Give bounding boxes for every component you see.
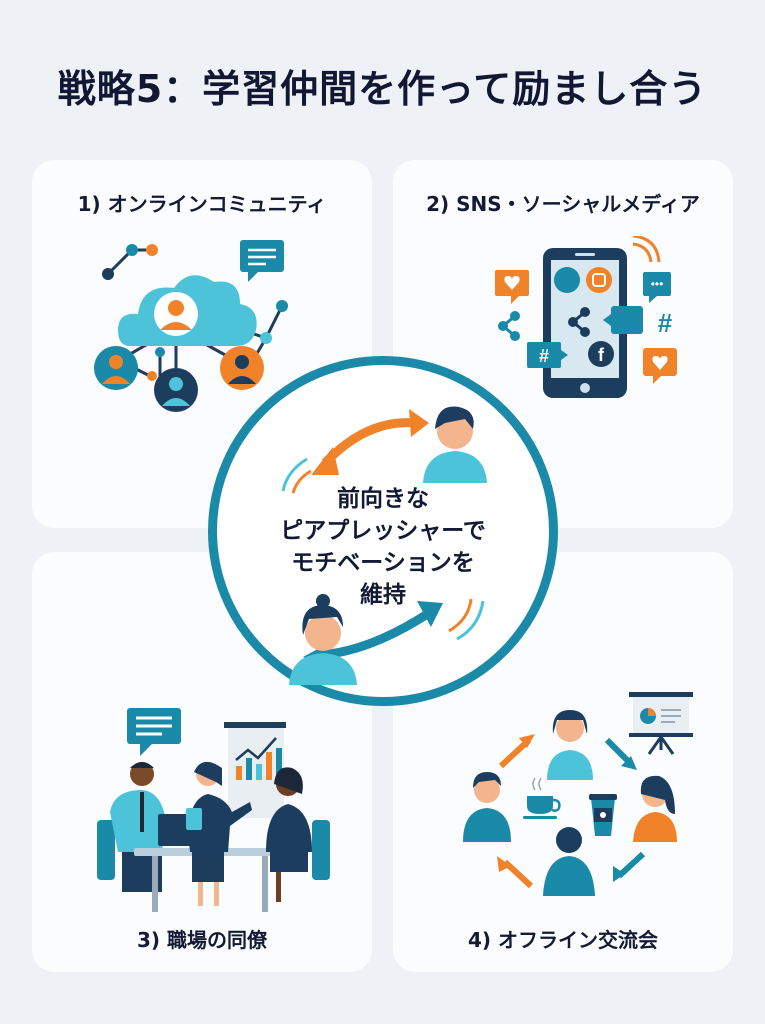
card-workplace-colleagues: 3) 職場の同僚: [32, 552, 372, 972]
center-message: 前向きな ピアプレッシャーで モチベーションを 維持: [217, 483, 549, 611]
center-line: ピアプレッシャーで: [280, 518, 486, 544]
center-line: 維持: [360, 582, 406, 608]
svg-text:#: #: [539, 346, 549, 366]
card-title: 2) SNS・ソーシャルメディア: [426, 192, 700, 216]
page-title: 戦略5：学習仲間を作って励まし合う: [57, 67, 708, 111]
card-title: 4) オフライン交流会: [467, 928, 659, 952]
svg-text:#: #: [658, 308, 673, 338]
cloud-network-icon: [94, 240, 288, 412]
peer-pressure-circle: 前向きな ピアプレッシャーで モチベーションを 維持: [208, 356, 558, 706]
svg-text:•••: •••: [651, 277, 664, 291]
card-title: 1) オンラインコミュニティ: [77, 192, 327, 216]
center-line: 前向きな: [337, 486, 429, 512]
card-online-community: 1) オンラインコミュニティ: [32, 160, 372, 528]
center-line: モチベーションを: [291, 550, 475, 576]
card-title: 3) 職場の同僚: [136, 928, 268, 952]
peer-exchange-illustration: [281, 406, 487, 685]
meetup-circle-icon: [463, 692, 693, 896]
smartphone-social-icon: f ••• # #: [495, 236, 677, 398]
svg-text:f: f: [598, 345, 605, 365]
office-meeting-icon: [97, 708, 330, 912]
